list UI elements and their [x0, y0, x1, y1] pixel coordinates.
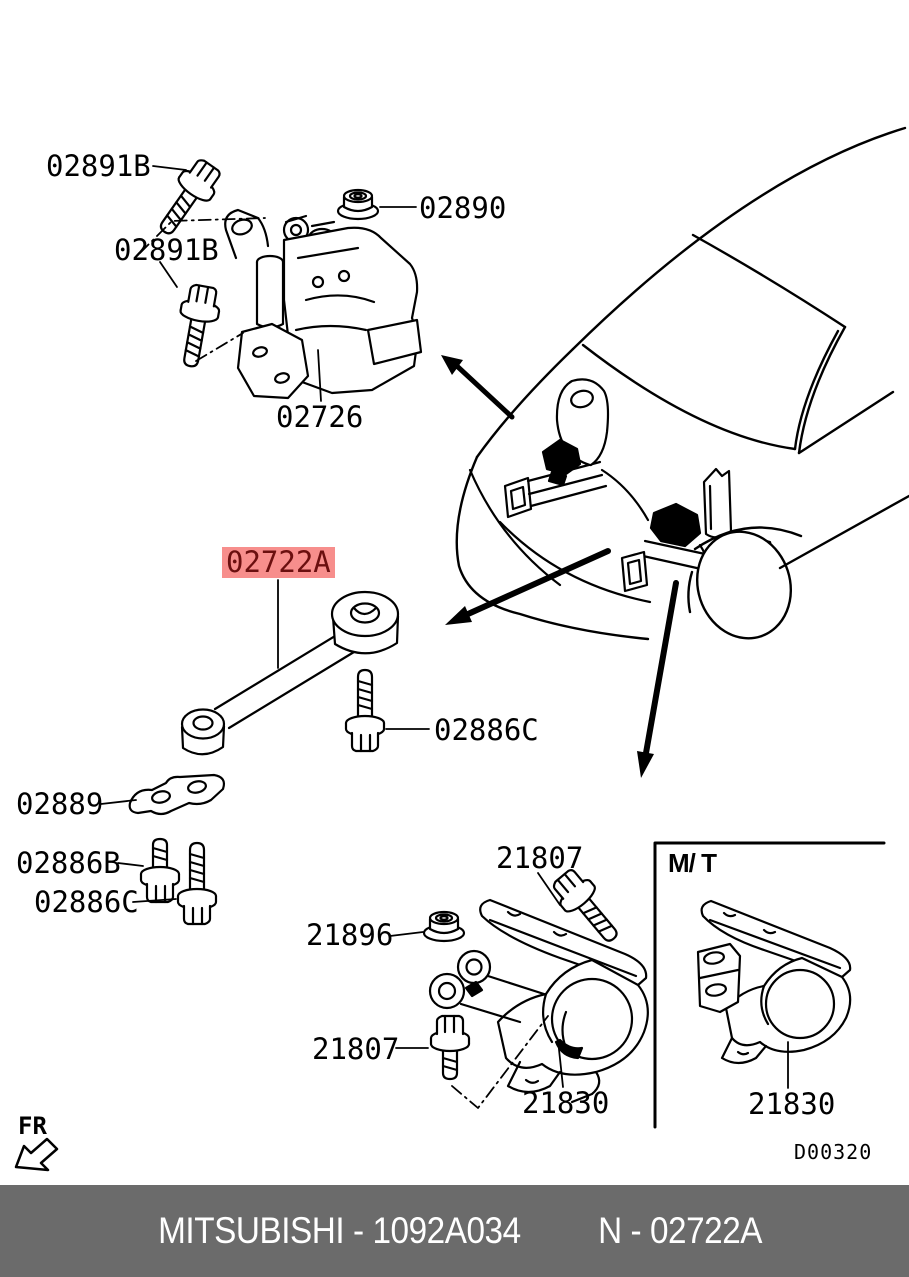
part-label-02889[interactable]: 02889: [16, 787, 104, 821]
part-label-02726[interactable]: 02726: [276, 400, 364, 434]
transmission-mount-21830-mt-drawing: [696, 899, 852, 1065]
engine-bay-parts: [468, 378, 788, 604]
part-label-02891b-side[interactable]: 02891B: [114, 233, 219, 267]
leader-lines: [100, 165, 789, 1089]
bolt-02886c-right-drawing: [344, 668, 386, 753]
fr-label: FR: [18, 1112, 47, 1140]
direction-arrows: [441, 355, 679, 778]
mt-inset-box: [653, 841, 886, 1129]
bolt-02886c-left-drawing: [176, 841, 218, 926]
bolt-02891b-side-drawing: [170, 281, 224, 371]
part-label-02886c-right[interactable]: 02886C: [434, 713, 539, 747]
footer-part-number-text: N - 02722A: [597, 1210, 762, 1251]
part-label-21896[interactable]: 21896: [306, 918, 394, 952]
part-label-02722a-highlighted[interactable]: 02722A: [222, 547, 335, 578]
torque-rod-02722a-drawing: [180, 590, 400, 756]
footer-brand-part-text: MITSUBISHI - 1092A034: [158, 1210, 521, 1251]
bolt-02886b-drawing: [139, 837, 181, 904]
dash-dot-leader-lines: [139, 217, 549, 1109]
part-label-02890[interactable]: 02890: [419, 191, 507, 225]
engine-mount-02726-drawing: [224, 208, 423, 400]
nut-21896-drawing: [422, 910, 466, 943]
bracket-02889-drawing: [128, 773, 226, 816]
front-wheel: [687, 494, 909, 640]
part-label-02886b[interactable]: 02886B: [16, 846, 121, 880]
part-label-21807-top[interactable]: 21807: [496, 841, 584, 875]
nut-02890-drawing: [336, 188, 380, 221]
part-label-02891b-top[interactable]: 02891B: [46, 149, 151, 183]
bolt-21807-bottom-drawing: [429, 1014, 471, 1081]
part-label-02886c-left[interactable]: 02886C: [34, 885, 139, 919]
fr-direction-arrow-icon: [14, 1137, 59, 1172]
mt-box-title: M/ T: [668, 848, 717, 878]
part-label-21830-mt[interactable]: 21830: [748, 1087, 836, 1121]
part-label-21807-bottom[interactable]: 21807: [312, 1032, 400, 1066]
drawing-code: D00320: [794, 1140, 873, 1164]
transmission-mount-21830-main-drawing: [428, 898, 649, 1104]
part-label-21830-main[interactable]: 21830: [522, 1086, 610, 1120]
footer-bar: MITSUBISHI - 1092A034 N - 02722A: [0, 1185, 909, 1277]
car-outline: [455, 126, 907, 641]
